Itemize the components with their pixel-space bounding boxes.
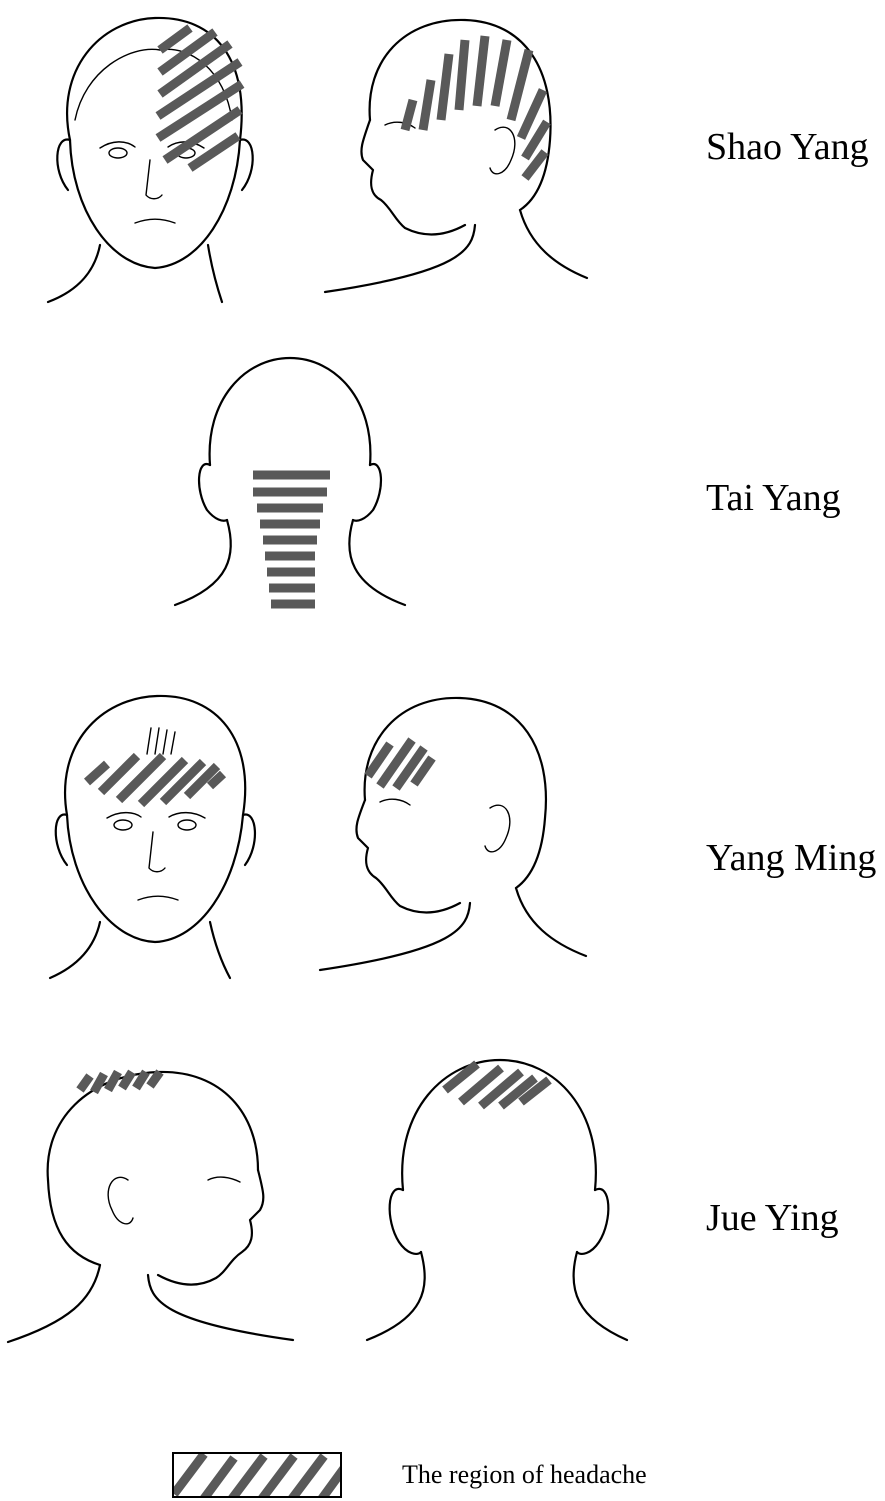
legend-swatch [172,1452,342,1498]
row-jue-ying: Jue Ying [0,1040,885,1360]
headache-region-hatch [405,36,547,178]
back-head-figure [175,350,415,610]
headache-region-hatch [445,1064,549,1106]
back-head-figure [365,1050,635,1350]
front-head-figure [40,10,260,305]
row-label: Yang Ming [706,836,876,880]
row-label: Tai Yang [706,476,841,520]
headache-region-hatch [253,475,330,604]
legend-label: The region of headache [402,1460,647,1490]
row-shao-yang: Shao Yang [0,0,885,310]
headache-region-hatch [368,740,432,788]
row-yang-ming: Yang Ming [0,680,885,980]
headache-region-hatch [80,1072,160,1092]
side-head-figure [320,690,590,980]
row-tai-yang: Tai Yang [0,340,885,620]
row-label: Shao Yang [706,125,869,169]
side-head-figure [8,1060,298,1360]
front-head-figure [45,690,265,980]
side-head-figure [325,10,595,305]
headache-region-hatch [87,728,223,804]
row-label: Jue Ying [706,1196,839,1240]
